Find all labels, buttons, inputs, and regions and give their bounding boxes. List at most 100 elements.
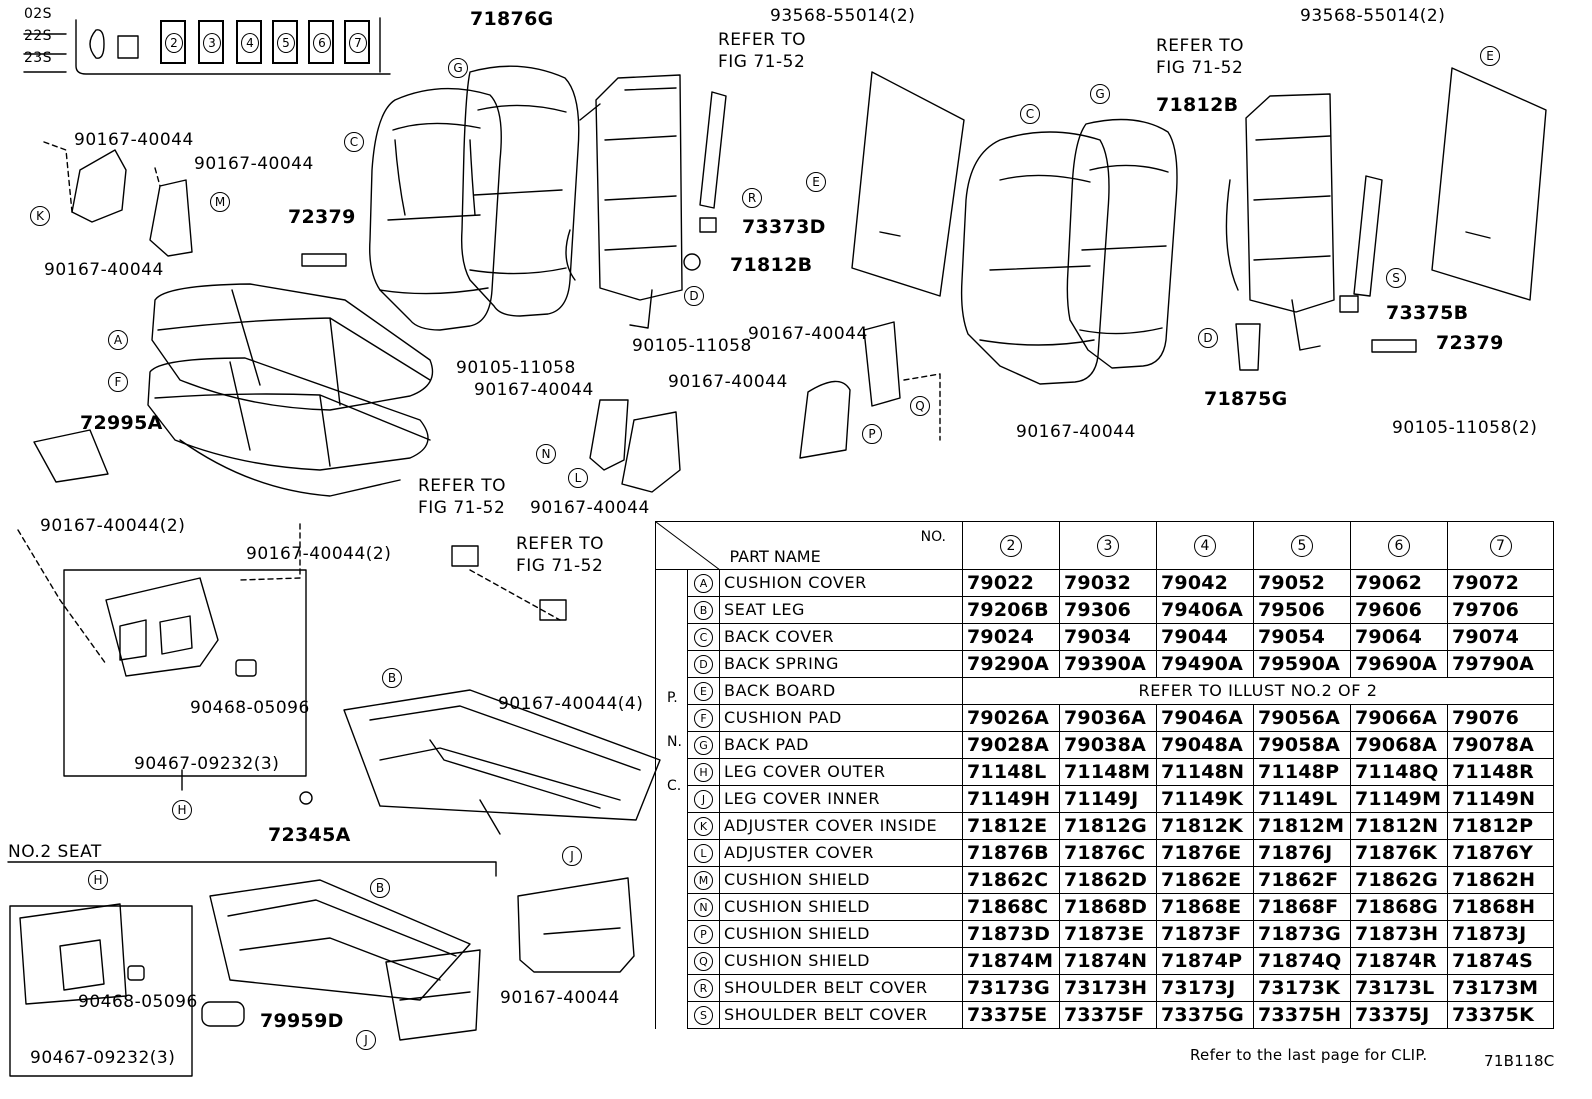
part-number-cell[interactable]: 79022: [962, 569, 1060, 597]
part-number-cell[interactable]: 71149N: [1447, 785, 1554, 813]
part-number-cell[interactable]: 71874M: [962, 947, 1060, 975]
part-number-cell[interactable]: 73375H: [1253, 1001, 1351, 1029]
part-number-cell[interactable]: 71862D: [1059, 866, 1157, 894]
part-number-cell[interactable]: 71812M: [1253, 812, 1351, 840]
callout-90167-40044-2a[interactable]: 90167-40044(2): [40, 516, 186, 536]
part-number-cell[interactable]: 71876Y: [1447, 839, 1554, 867]
part-number-cell[interactable]: 71862E: [1156, 866, 1254, 894]
part-number-cell[interactable]: 71149L: [1253, 785, 1351, 813]
refer-fig-mid-right-2[interactable]: FIG 71-52: [516, 556, 604, 576]
refer-fig-top-middle-2[interactable]: FIG 71-52: [718, 52, 806, 72]
callout-90167-40044-i[interactable]: 90167-40044: [500, 988, 620, 1008]
part-number-cell[interactable]: 71873F: [1156, 920, 1254, 948]
part-number-cell[interactable]: 71149J: [1059, 785, 1157, 813]
callout-93568-55014-a[interactable]: 93568-55014(2): [770, 6, 916, 26]
refer-fig-top-middle-1[interactable]: REFER TO: [718, 30, 807, 50]
part-number-cell[interactable]: 71868C: [962, 893, 1060, 921]
part-number-cell[interactable]: 73173H: [1059, 974, 1157, 1002]
callout-93568-55014-b[interactable]: 93568-55014(2): [1300, 6, 1446, 26]
part-number-cell[interactable]: 71148P: [1253, 758, 1351, 786]
callout-71812B-right[interactable]: 71812B: [1156, 94, 1239, 116]
part-number-cell[interactable]: 79058A: [1253, 731, 1351, 759]
part-number-cell[interactable]: 71873D: [962, 920, 1060, 948]
part-number-cell[interactable]: 73173J: [1156, 974, 1254, 1002]
part-number-cell[interactable]: 71149K: [1156, 785, 1254, 813]
part-number-cell[interactable]: 79026A: [962, 704, 1060, 732]
callout-90167-40044-b[interactable]: 90167-40044: [194, 154, 314, 174]
refer-fig-top-right-2[interactable]: FIG 71-52: [1156, 58, 1244, 78]
part-number-cell[interactable]: 71874S: [1447, 947, 1554, 975]
part-number-cell[interactable]: 71874P: [1156, 947, 1254, 975]
part-number-cell[interactable]: 71812P: [1447, 812, 1554, 840]
part-number-cell[interactable]: 71874R: [1350, 947, 1448, 975]
refer-illust-cell[interactable]: REFER TO ILLUST NO.2 OF 2: [962, 677, 1554, 705]
part-number-cell[interactable]: 71148M: [1059, 758, 1157, 786]
part-number-cell[interactable]: 79606: [1350, 596, 1448, 624]
callout-90167-40044-c[interactable]: 90167-40044: [44, 260, 164, 280]
part-number-cell[interactable]: 71862F: [1253, 866, 1351, 894]
callout-90167-40044-2b[interactable]: 90167-40044(2): [246, 544, 392, 564]
part-number-cell[interactable]: 71862G: [1350, 866, 1448, 894]
part-number-cell[interactable]: 71874N: [1059, 947, 1157, 975]
callout-71875G[interactable]: 71875G: [1204, 388, 1288, 410]
part-number-cell[interactable]: 71812E: [962, 812, 1060, 840]
callout-72345A[interactable]: 72345A: [268, 824, 351, 846]
part-number-cell[interactable]: 79490A: [1156, 650, 1254, 678]
callout-90167-40044-d[interactable]: 90167-40044: [748, 324, 868, 344]
callout-79959D[interactable]: 79959D: [260, 1010, 344, 1032]
seat-selector-7[interactable]: 7: [344, 20, 370, 64]
part-number-cell[interactable]: 71868D: [1059, 893, 1157, 921]
part-number-cell[interactable]: 79790A: [1447, 650, 1554, 678]
callout-73373D[interactable]: 73373D: [742, 216, 826, 238]
part-number-cell[interactable]: 73375E: [962, 1001, 1060, 1029]
seat-selector-2[interactable]: 2: [160, 20, 186, 64]
part-number-cell[interactable]: 71876E: [1156, 839, 1254, 867]
part-number-cell[interactable]: 79044: [1156, 623, 1254, 651]
refer-fig-top-right-1[interactable]: REFER TO: [1156, 36, 1245, 56]
seat-selector-3[interactable]: 3: [198, 20, 224, 64]
refer-fig-mid-right-1[interactable]: REFER TO: [516, 534, 605, 554]
part-number-cell[interactable]: 79032: [1059, 569, 1157, 597]
part-number-cell[interactable]: 71873J: [1447, 920, 1554, 948]
part-number-cell[interactable]: 79290A: [962, 650, 1060, 678]
part-number-cell[interactable]: 79038A: [1059, 731, 1157, 759]
part-number-cell[interactable]: 71873G: [1253, 920, 1351, 948]
part-number-cell[interactable]: 71873E: [1059, 920, 1157, 948]
part-number-cell[interactable]: 73173L: [1350, 974, 1448, 1002]
part-number-cell[interactable]: 79034: [1059, 623, 1157, 651]
callout-71876G[interactable]: 71876G: [470, 8, 554, 30]
part-number-cell[interactable]: 71862C: [962, 866, 1060, 894]
callout-72379-right[interactable]: 72379: [1436, 332, 1504, 354]
seat-selector-5[interactable]: 5: [272, 20, 298, 64]
part-number-cell[interactable]: 79074: [1447, 623, 1554, 651]
part-number-cell[interactable]: 71148Q: [1350, 758, 1448, 786]
callout-90105-11058-b[interactable]: 90105-11058: [456, 358, 576, 378]
seat-selector-6[interactable]: 6: [308, 20, 334, 64]
part-number-cell[interactable]: 73375J: [1350, 1001, 1448, 1029]
part-number-cell[interactable]: 73375F: [1059, 1001, 1157, 1029]
part-number-cell[interactable]: 79052: [1253, 569, 1351, 597]
part-number-cell[interactable]: 71149H: [962, 785, 1060, 813]
callout-90105-11058-a[interactable]: 90105-11058: [632, 336, 752, 356]
part-number-cell[interactable]: 79042: [1156, 569, 1254, 597]
callout-90468-05096-a[interactable]: 90468-05096: [190, 698, 310, 718]
part-number-cell[interactable]: 71868G: [1350, 893, 1448, 921]
callout-73375B[interactable]: 73375B: [1386, 302, 1469, 324]
part-number-cell[interactable]: 71876C: [1059, 839, 1157, 867]
part-number-cell[interactable]: 79690A: [1350, 650, 1448, 678]
part-number-cell[interactable]: 79706: [1447, 596, 1554, 624]
part-number-cell[interactable]: 71873H: [1350, 920, 1448, 948]
part-number-cell[interactable]: 71876J: [1253, 839, 1351, 867]
part-number-cell[interactable]: 73375G: [1156, 1001, 1254, 1029]
